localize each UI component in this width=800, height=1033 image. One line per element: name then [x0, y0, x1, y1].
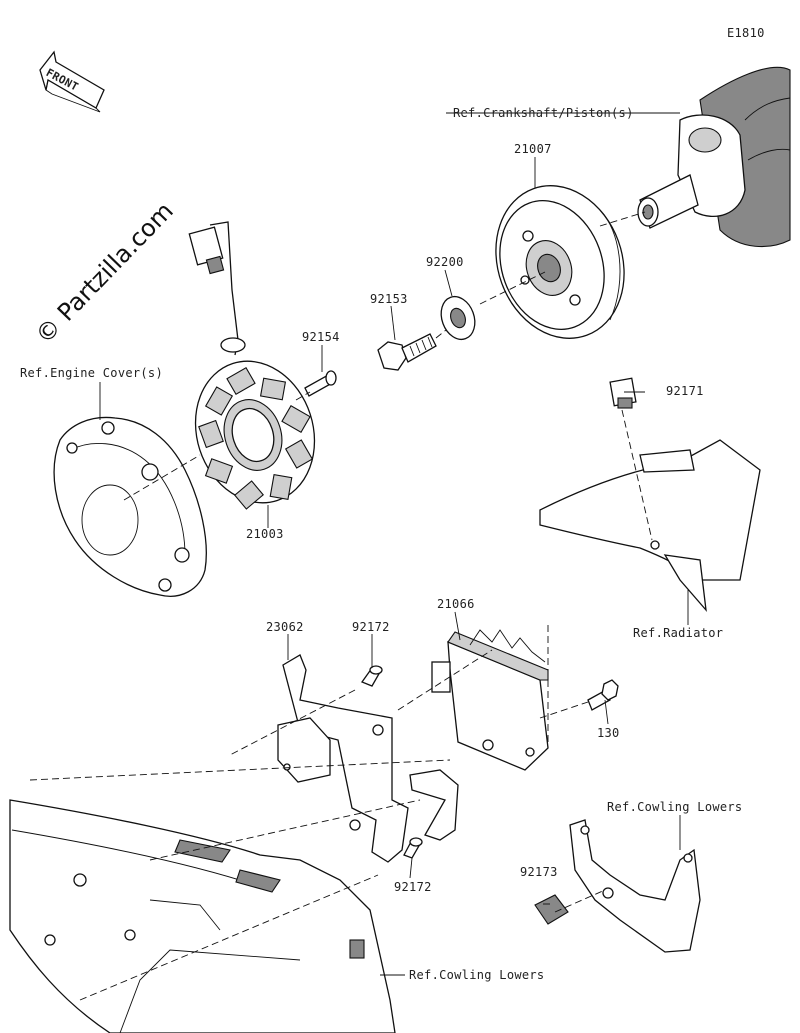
crankshaft-drawing [637, 66, 791, 248]
cowling-bracket-drawing [534, 819, 701, 953]
part-92153-label: 92153 [370, 292, 408, 306]
regulator-bolt-drawing [587, 679, 619, 711]
leader-lines [99, 112, 689, 976]
ref-cowling-lowers-lower-label: Ref.Cowling Lowers [409, 968, 545, 982]
diagram-code: E1810 [727, 26, 765, 40]
washer-drawing [440, 295, 476, 341]
ref-engine-cover-label: Ref.Engine Cover(s) [20, 366, 163, 380]
part-92173-label: 92173 [520, 865, 558, 879]
part-21007-label: 21007 [514, 142, 552, 156]
frame-drawing [9, 799, 396, 1033]
assembly-lines [29, 211, 653, 1001]
part-92172-top-label: 92172 [352, 620, 390, 634]
bracket-bolts-drawing [360, 665, 423, 859]
part-21003-label: 21003 [246, 527, 284, 541]
regulator-drawing [431, 629, 549, 771]
flywheel-bolt-drawing [377, 333, 437, 371]
ref-radiator-label: Ref.Radiator [633, 626, 724, 640]
part-23062-label: 23062 [266, 620, 304, 634]
part-92171-label: 92171 [666, 384, 704, 398]
part-21066-label: 21066 [437, 597, 475, 611]
ref-crankshaft-label: Ref.Crankshaft/Piston(s) [453, 106, 634, 120]
engine-cover-drawing [53, 416, 207, 597]
stator-drawing [188, 221, 316, 510]
part-92172-bottom-label: 92172 [394, 880, 432, 894]
part-92200-label: 92200 [426, 255, 464, 269]
bracket-drawing [277, 654, 459, 863]
stator-bolt-drawing [304, 370, 337, 397]
flywheel-rotor-drawing [495, 185, 625, 339]
part-92154-label: 92154 [302, 330, 340, 344]
part-130-label: 130 [597, 726, 620, 740]
front-arrow-icon [39, 50, 105, 113]
radiator-shroud-drawing [539, 377, 761, 613]
ref-cowling-lowers-upper-label: Ref.Cowling Lowers [607, 800, 743, 814]
